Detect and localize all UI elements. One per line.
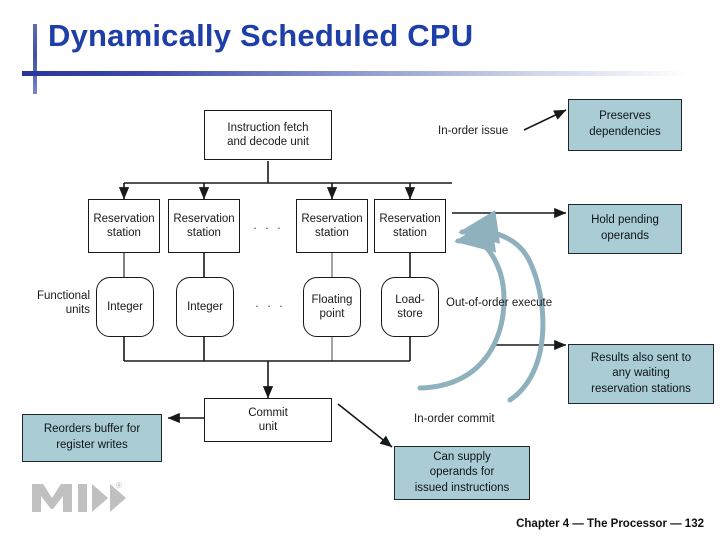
block-functional-unit-integer-2-label: Integer [187, 300, 223, 313]
page-title: Dynamically Scheduled CPU [48, 18, 474, 53]
block-functional-unit-load-store-label: Load- store [395, 293, 425, 320]
label-out-of-order-execute: Out-of-order execute [446, 297, 553, 309]
footer-chapter-text: Chapter 4 — The Processor — 132 [516, 518, 704, 530]
callout-hold-pending-operands-text: Hold pending operands [591, 214, 659, 242]
callout-results-also-sent: Results also sent to any waiting reserva… [568, 344, 714, 404]
block-functional-unit-integer-1: Integer [96, 277, 154, 337]
block-reservation-station-3-label: Reservation station [301, 212, 363, 239]
block-reservation-station-2-label: Reservation station [173, 212, 235, 239]
callout-can-supply-operands-text: Can supply operands for issued instructi… [414, 450, 510, 494]
block-reservation-station-2: Reservation station [168, 199, 240, 253]
callout-hold-pending-operands: Hold pending operands [568, 204, 682, 254]
title-horizontal-rule [22, 71, 690, 76]
morgan-kaufmann-logo [32, 484, 126, 512]
title-vertical-accent-bar [33, 24, 37, 94]
block-instruction-fetch-decode-label: Instruction fetch and decode unit [227, 121, 309, 148]
block-reservation-station-1: Reservation station [88, 199, 160, 253]
block-reservation-station-4-label: Reservation station [379, 212, 441, 239]
label-in-order-issue: In-order issue [438, 125, 509, 137]
block-functional-unit-integer-1-label: Integer [107, 300, 143, 313]
block-instruction-fetch-decode: Instruction fetch and decode unit [204, 110, 332, 160]
callout-results-also-sent-text: Results also sent to any waiting reserva… [590, 351, 692, 395]
label-in-order-commit: In-order commit [414, 413, 495, 425]
callout-can-supply-operands: Can supply operands for issued instructi… [394, 446, 530, 500]
ellipsis-functional-units: · · · [254, 298, 286, 313]
callout-preserves-dependencies-text: Preserves dependencies [589, 110, 661, 138]
block-commit-unit: Commit unit [204, 398, 332, 442]
label-functional-units: Functional units [36, 290, 90, 317]
registered-trademark-mark: ® [116, 481, 122, 490]
callout-reorders-buffer-text: Reorders buffer for register writes [43, 423, 141, 451]
block-functional-unit-floating-point-label: Floating point [311, 293, 353, 320]
block-reservation-station-4: Reservation station [374, 199, 446, 253]
ellipsis-reservation-stations: · · · [252, 220, 284, 235]
block-reservation-station-1-label: Reservation station [93, 212, 155, 239]
block-reservation-station-3: Reservation station [296, 199, 368, 253]
block-functional-unit-floating-point: Floating point [303, 277, 361, 337]
block-functional-unit-load-store: Load- store [381, 277, 439, 337]
callout-reorders-buffer: Reorders buffer for register writes [22, 414, 162, 462]
callout-preserves-dependencies: Preserves dependencies [568, 99, 682, 151]
block-commit-unit-label: Commit unit [248, 406, 288, 433]
block-functional-unit-integer-2: Integer [176, 277, 234, 337]
